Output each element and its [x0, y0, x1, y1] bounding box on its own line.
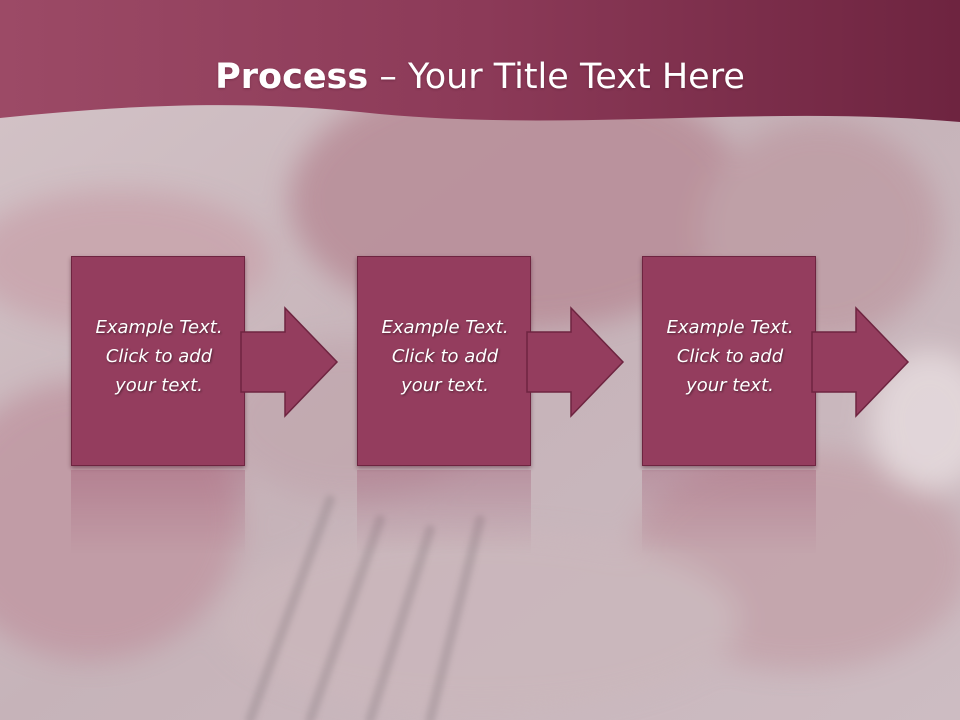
step-reflection-3	[642, 470, 912, 554]
step-text-box[interactable]: Example Text. Click to add your text.	[71, 256, 245, 466]
step-text-line-1: Example Text.	[95, 317, 223, 338]
reflection-box	[71, 470, 245, 554]
step-text-line-3: your text.	[686, 375, 774, 396]
step-text-line-2: Click to add	[105, 346, 213, 367]
step-text-box[interactable]: Example Text. Click to add your text.	[642, 256, 816, 466]
step-text-line-3: your text.	[401, 375, 489, 396]
step-text-line-1: Example Text.	[381, 317, 509, 338]
right-arrow-icon	[526, 306, 625, 418]
step-text[interactable]: Example Text. Click to add your text.	[649, 313, 811, 400]
process-step-1: Example Text. Click to add your text.	[71, 256, 341, 468]
step-text[interactable]: Example Text. Click to add your text.	[364, 313, 526, 400]
process-step-2: Example Text. Click to add your text.	[357, 256, 627, 468]
header-band	[0, 0, 960, 122]
right-arrow-icon	[240, 306, 339, 418]
step-text-line-3: your text.	[115, 375, 203, 396]
step-text-line-1: Example Text.	[666, 317, 794, 338]
step-reflection-1	[71, 470, 341, 554]
step-text-line-2: Click to add	[676, 346, 784, 367]
process-step-3: Example Text. Click to add your text.	[642, 256, 912, 468]
step-text-line-2: Click to add	[391, 346, 499, 367]
step-reflection-2	[357, 470, 627, 554]
title-rest-part: – Your Title Text Here	[368, 57, 745, 97]
slide-title[interactable]: Process – Your Title Text Here	[0, 54, 960, 100]
title-bold-part: Process	[215, 57, 369, 97]
step-text-box[interactable]: Example Text. Click to add your text.	[357, 256, 531, 466]
right-arrow-icon	[811, 306, 910, 418]
step-text[interactable]: Example Text. Click to add your text.	[78, 313, 240, 400]
reflection-box	[642, 470, 816, 554]
reflection-box	[357, 470, 531, 554]
